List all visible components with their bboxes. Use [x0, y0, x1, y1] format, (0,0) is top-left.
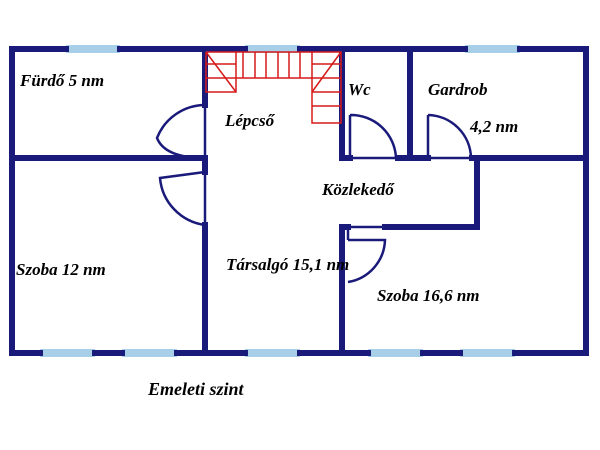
label-wc: Wc: [348, 80, 371, 99]
staircase: [205, 51, 342, 124]
label-szoba12: Szoba 12 nm: [16, 260, 106, 279]
windows: [40, 45, 520, 357]
window-top-furdo: [66, 45, 120, 53]
label-szoba166: Szoba 16,6 nm: [377, 286, 480, 305]
floor-caption: Emeleti szint: [147, 379, 245, 399]
doors: [155, 103, 473, 284]
label-gardrob-area: 4,2 nm: [469, 117, 518, 136]
window-bottom-1: [40, 349, 95, 357]
window-bottom-3: [245, 349, 300, 357]
door-wc: [348, 113, 398, 160]
label-lepcso: Lépcső: [224, 111, 276, 130]
door-szoba166: [346, 225, 387, 284]
label-kozlekedo: Közlekedő: [321, 180, 395, 199]
window-bottom-2: [122, 349, 177, 357]
outer-walls: [9, 46, 589, 356]
door-furdo: [155, 103, 207, 160]
door-szoba12: [158, 170, 207, 227]
window-top-stairs: [245, 45, 300, 53]
label-gardrob: Gardrob: [428, 80, 488, 99]
room-labels: Fürdő 5 nm Lépcső Wc Gardrob 4,2 nm Közl…: [16, 71, 518, 305]
label-furdo: Fürdő 5 nm: [19, 71, 104, 90]
label-tarsalgo: Társalgó 15,1 nm: [226, 255, 349, 274]
window-top-gardrob: [465, 45, 520, 53]
door-gardrob: [426, 113, 473, 160]
window-bottom-5: [460, 349, 515, 357]
interior-walls: [9, 46, 589, 356]
window-bottom-4: [368, 349, 423, 357]
